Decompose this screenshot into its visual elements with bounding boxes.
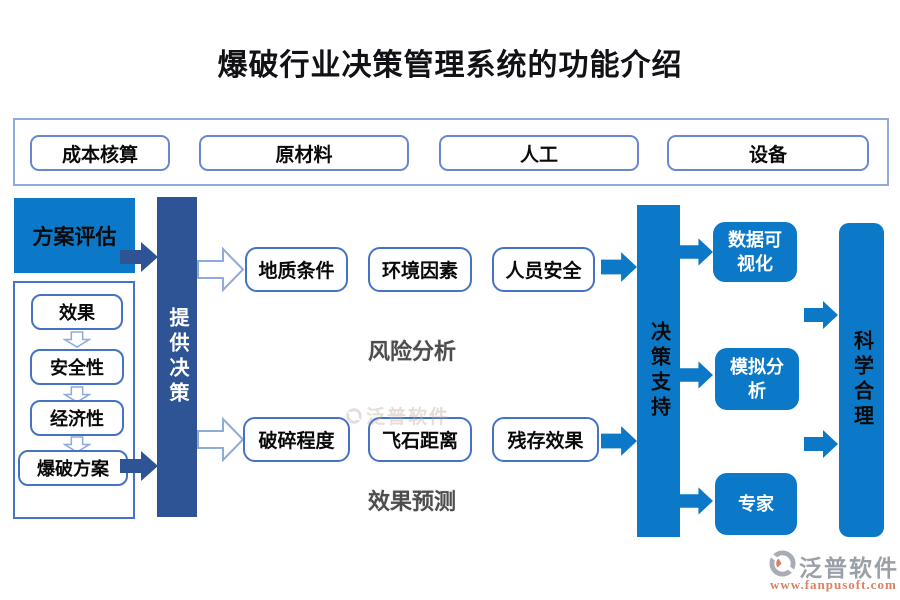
fanpu-logo-icon — [769, 550, 796, 577]
arrow-right-icon — [601, 252, 637, 282]
decision-support-label: 决策支持 — [647, 321, 670, 421]
step-safety: 安全性 — [30, 349, 124, 385]
cost-item-accounting: 成本核算 — [30, 135, 170, 171]
logo-url: www.fanpusoft.com — [770, 577, 897, 592]
cost-item-equipment: 设备 — [667, 135, 869, 171]
arrow-right-icon — [804, 301, 838, 329]
step-economy: 经济性 — [30, 400, 124, 436]
arrow-right-outline-icon — [197, 247, 245, 292]
arrow-down-icon — [63, 386, 91, 403]
output-data-visualization: 数据可视化 — [713, 222, 797, 282]
arrow-down-icon — [63, 331, 91, 348]
watermark: 泛普软件 — [346, 402, 450, 429]
effect-item-residual-effect: 残存效果 — [492, 417, 599, 462]
effect-item-flyrock-distance: 飞石距离 — [368, 417, 472, 462]
arrow-right-icon — [680, 361, 713, 389]
arrow-right-icon — [680, 238, 713, 266]
logo-name: 泛普软件 — [799, 555, 899, 581]
risk-item-personnel-safety: 人员安全 — [492, 247, 595, 292]
risk-item-environment: 环境因素 — [368, 247, 472, 292]
provide-decision-label: 提供决策 — [166, 307, 188, 407]
risk-group-label: 风险分析 — [367, 339, 456, 364]
step-effect: 效果 — [31, 294, 123, 330]
step-blasting-plan: 爆破方案 — [18, 450, 128, 486]
output-simulation-analysis: 模拟分析 — [715, 348, 799, 410]
provide-decision-bar: 提供决策 — [157, 197, 197, 517]
arrow-right-icon — [680, 487, 713, 515]
watermark-text: 泛普软件 — [366, 407, 451, 428]
scientific-reasonable-label: 科学合理 — [850, 330, 873, 430]
cost-item-labor: 人工 — [439, 135, 639, 171]
effect-item-fragmentation: 破碎程度 — [243, 417, 350, 462]
plan-evaluation-box: 方案评估 — [14, 198, 135, 273]
risk-item-geology: 地质条件 — [245, 247, 348, 292]
arrow-right-icon — [804, 430, 838, 458]
evaluation-flow-panel: 效果 安全性 经济性 爆破方案 — [13, 281, 135, 519]
cost-item-materials: 原材料 — [199, 135, 409, 171]
page-title: 爆破行业决策管理系统的功能介绍 — [217, 49, 683, 82]
output-expert: 专家 — [715, 473, 797, 535]
effect-group-label: 效果预测 — [367, 489, 456, 514]
decision-support-bar: 决策支持 — [637, 205, 680, 537]
arrow-down-icon — [63, 436, 91, 453]
arrow-right-icon — [120, 451, 158, 481]
watermark-logo-icon — [346, 407, 362, 424]
scientific-reasonable-bar: 科学合理 — [839, 223, 884, 537]
arrow-right-icon — [120, 242, 158, 272]
cost-panel: 成本核算 原材料 人工 设备 — [13, 118, 889, 186]
arrow-right-outline-icon — [197, 417, 245, 462]
arrow-right-icon — [601, 426, 637, 456]
